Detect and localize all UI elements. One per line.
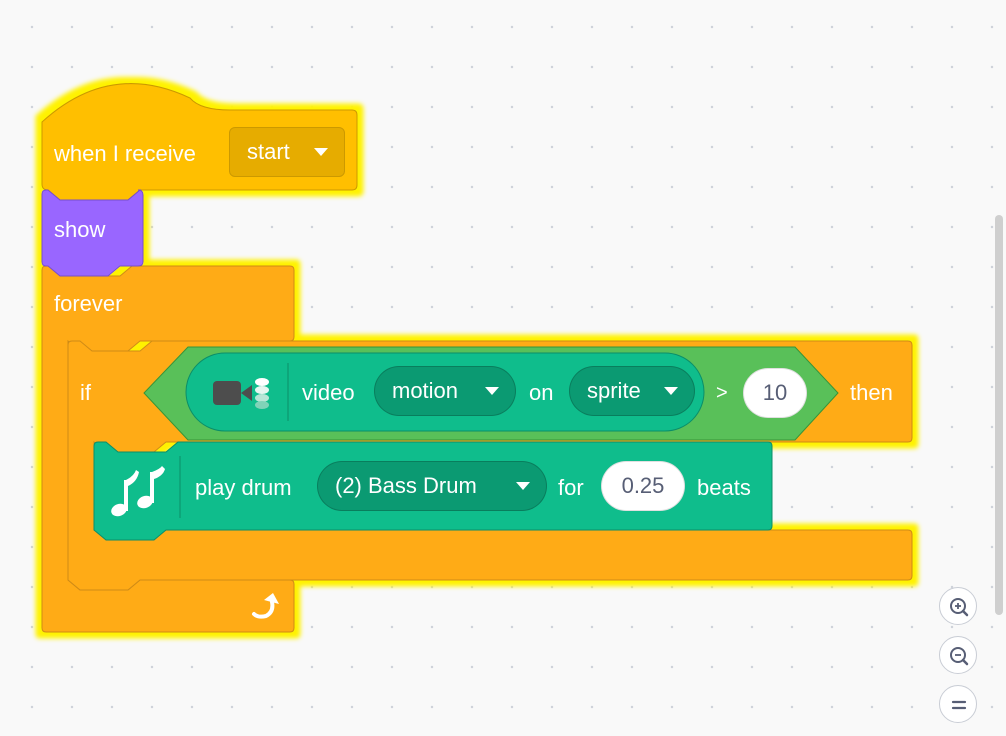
chevron-down-icon <box>664 387 678 395</box>
forever-label: forever <box>54 291 123 316</box>
zoom-reset-button[interactable] <box>939 685 977 723</box>
greater-than-operator: > <box>716 382 728 404</box>
on-label: on <box>529 380 554 405</box>
video-label: video <box>302 380 355 405</box>
if-label: if <box>80 380 91 405</box>
message-dropdown[interactable]: start <box>229 127 345 177</box>
attribute-dropdown[interactable]: motion <box>374 366 516 416</box>
play-drum-label: play drum <box>195 475 292 500</box>
target-dropdown[interactable]: sprite <box>569 366 695 416</box>
target-dropdown-value: sprite <box>587 378 641 403</box>
message-dropdown-value: start <box>247 139 290 164</box>
vertical-scrollbar[interactable] <box>995 215 1003 615</box>
beats-label: beats <box>697 475 751 500</box>
loop-arrow-icon <box>248 590 282 622</box>
attribute-dropdown-value: motion <box>392 378 459 403</box>
chevron-down-icon <box>314 148 328 156</box>
camera-icon <box>210 374 274 412</box>
zoom-in-button[interactable] <box>939 587 977 625</box>
chevron-down-icon <box>516 482 530 490</box>
for-label: for <box>558 475 584 500</box>
threshold-input[interactable]: 10 <box>743 368 807 418</box>
drum-dropdown[interactable]: (2) Bass Drum <box>317 461 547 511</box>
then-label: then <box>850 380 893 405</box>
when-i-receive-label: when I receive <box>54 141 196 166</box>
zoom-reset-icon <box>951 700 967 710</box>
zoom-out-button[interactable] <box>939 636 977 674</box>
beats-input[interactable]: 0.25 <box>601 461 685 511</box>
show-block-shape[interactable] <box>41 189 144 277</box>
zoom-out-icon <box>950 647 969 666</box>
chevron-down-icon <box>485 387 499 395</box>
zoom-in-icon <box>950 598 969 617</box>
drum-dropdown-value: (2) Bass Drum <box>335 473 477 498</box>
show-label: show <box>54 217 106 242</box>
music-notes-icon <box>108 466 168 522</box>
